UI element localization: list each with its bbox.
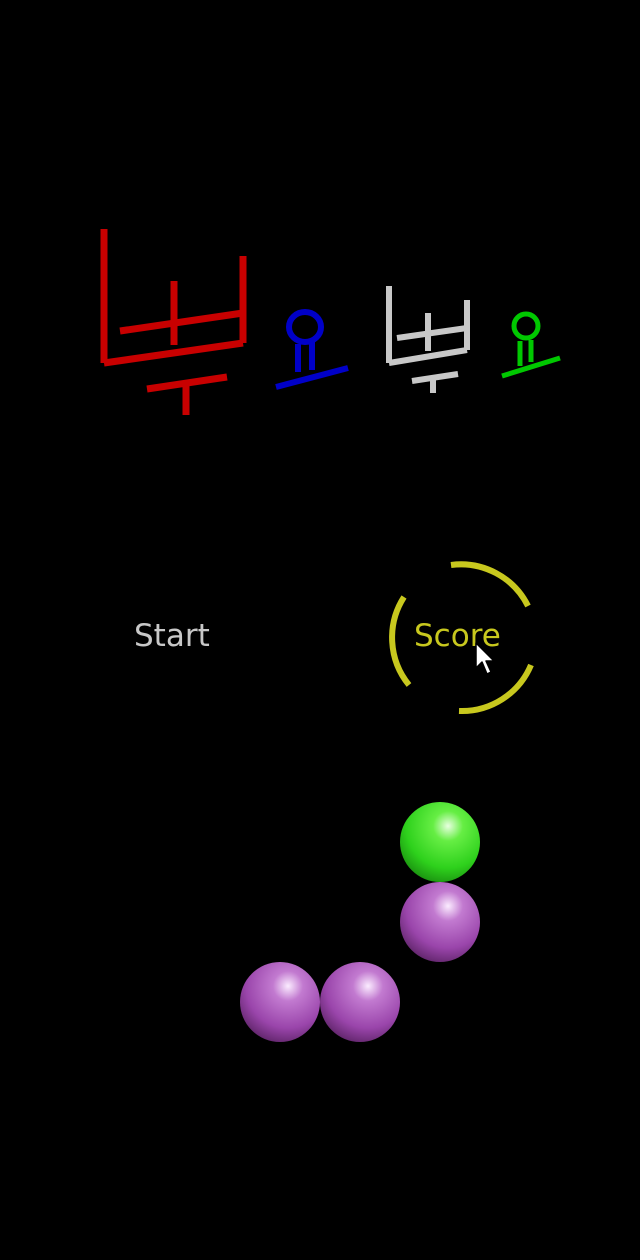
title-glyph-ppu-red	[100, 229, 247, 415]
mouse-pointer-icon	[475, 642, 495, 675]
puyo-green	[400, 802, 480, 882]
puyo-purple	[400, 882, 480, 962]
title-glyph-yo-blue	[275, 309, 349, 390]
selection-ring-icon	[389, 561, 534, 715]
title-glyph-ppu-gray	[386, 286, 470, 393]
puyo-purple	[320, 962, 400, 1042]
score-button[interactable]: Score	[414, 618, 501, 654]
puyo-purple	[240, 962, 320, 1042]
start-button[interactable]: Start	[134, 618, 210, 654]
title-glyph-yo-green	[501, 311, 561, 379]
game-title-logo	[100, 229, 561, 415]
